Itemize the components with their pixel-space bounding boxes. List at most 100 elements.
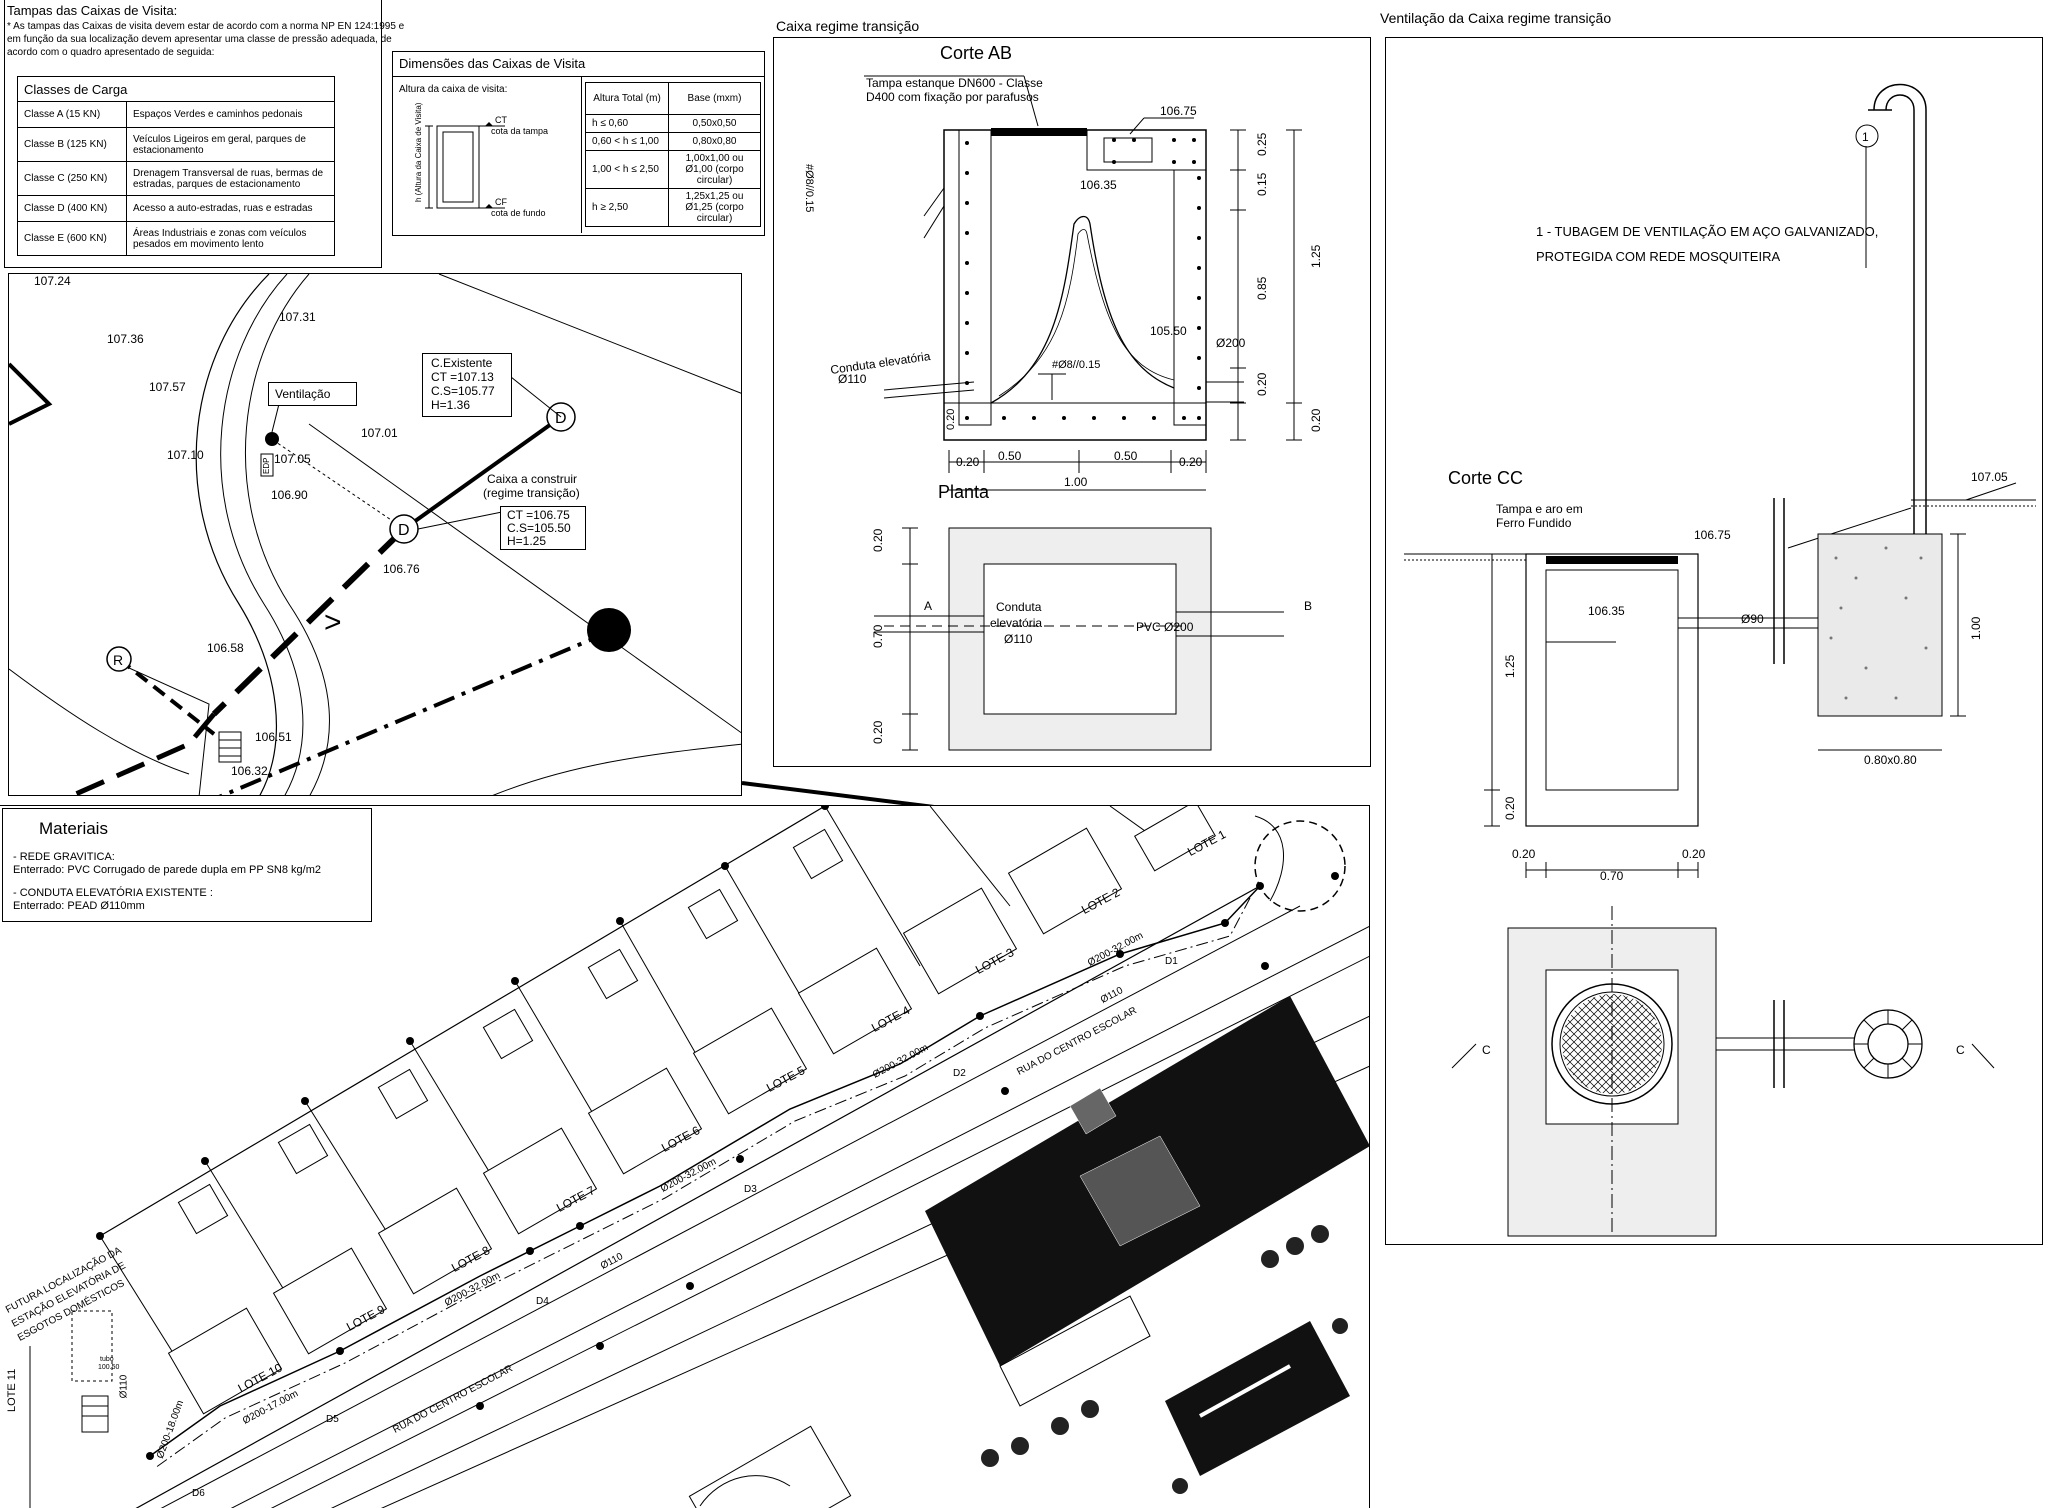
cf-label: CF [495, 197, 507, 207]
tampas-title: Tampas das Caixas de Visita: [7, 3, 178, 18]
level-10757: 107.57 [149, 380, 186, 394]
base-row-3: 1,00x1,00 ou Ø1,00 (corpo circular) [668, 150, 761, 189]
planta-dim-070: 0.70 [871, 624, 885, 648]
node-d-construir: D [398, 522, 410, 539]
col-base: Base (mxm) [668, 82, 761, 115]
tampas-note-3: acordo com o quadro apresentado de segui… [7, 47, 215, 58]
materiais-line-4: Enterrado: PEAD Ø110mm [13, 900, 145, 912]
rebar-horizontal: #Ø8//0.15 [1052, 359, 1100, 371]
h-row-3: 1,00 < h ≤ 2,50 [585, 150, 669, 189]
base-row-4: 1,25x1,25 ou Ø1,25 (corpo circular) [668, 188, 761, 227]
node-r: R [113, 652, 123, 668]
level-10724: 107.24 [34, 274, 71, 288]
tampas-note-2: em função da sua localização devem apres… [7, 34, 392, 45]
tampa-line-2: D400 com fixação por parafusos [866, 90, 1039, 104]
base-row-2: 0,80x0,80 [668, 132, 761, 151]
rebar-vertical: #Ø8//0.15 [803, 164, 815, 212]
level-10710: 107.10 [167, 448, 204, 462]
dim-b-050b: 0.50 [1114, 449, 1138, 463]
dim-b-050a: 0.50 [998, 449, 1022, 463]
node-d1: D1 [1165, 956, 1178, 967]
tampas-panel: Tampas das Caixas de Visita: * As tampas… [4, 0, 404, 268]
materiais-line-3: - CONDUTA ELEVATÓRIA EXISTENTE : [13, 887, 213, 899]
existente-ct: CT =107.13 [431, 370, 494, 384]
h-row-1: h ≤ 0,60 [585, 114, 669, 133]
level-10731: 107.31 [279, 310, 316, 324]
level-10632: 106.32 [231, 764, 268, 778]
existente-h: H=1.36 [431, 398, 471, 412]
node-d2: D2 [953, 1068, 966, 1079]
planta-pvc: PVC Ø200 [1136, 620, 1194, 634]
vent-tampa-1: Tampa e aro em [1496, 502, 1583, 516]
section-b: B [1304, 599, 1312, 613]
pipe-110-3: Ø110 [118, 1374, 130, 1399]
d200-ab: Ø200 [1216, 336, 1246, 350]
node-d3: D3 [744, 1184, 757, 1195]
classes-header: Classes de Carga [17, 76, 335, 102]
planta-conduta-1: Conduta [996, 600, 1042, 614]
vent-marker: 1 [1862, 130, 1869, 144]
altura-label: Altura da caixa de visita: [399, 84, 508, 95]
level-10705: 107.05 [274, 452, 311, 466]
ventilacao-label-box: Ventilação [268, 382, 357, 406]
level-10676: 106.76 [383, 562, 420, 576]
level-10550-ab: 105.50 [1150, 324, 1187, 338]
class-a-desc: Espaços Verdes e caminhos pedonais [126, 101, 335, 128]
construir-subtitle: (regime transição) [483, 486, 580, 500]
section-a: A [924, 599, 932, 613]
construir-box: CT =106.75 C.S=105.50 H=1.25 [500, 506, 586, 550]
planta-dim-020b: 0.20 [871, 720, 885, 744]
vent-dim-020c: 0.20 [1682, 847, 1706, 861]
detail-drawing: D D R > EDP [9, 274, 741, 795]
class-d: Classe D (400 KN) [17, 195, 127, 222]
materiais-line-1: - REDE GRAVITICA: [13, 851, 115, 863]
dim-020-bottom-left: 0.20 [945, 409, 957, 430]
level-10635-ab: 106.35 [1080, 178, 1117, 192]
class-b: Classe B (125 KN) [17, 127, 127, 162]
cota-tampa-label: cota da tampa [491, 126, 548, 136]
h-label: h (Altura da Caixa de Visita) [414, 102, 423, 202]
class-e: Classe E (600 KN) [17, 221, 127, 256]
vent-dim-020b: 0.20 [1512, 847, 1536, 861]
flow-arrow: > [324, 606, 342, 639]
level-10701: 107.01 [361, 426, 398, 440]
construir-ct: CT =106.75 [507, 508, 570, 522]
dim-r-125: 1.25 [1309, 244, 1323, 268]
class-e-desc: Áreas Industriais e zonas com veículos p… [126, 221, 335, 256]
classes-carga-table: Classes de Carga Classe A (15 KN)Espaços… [17, 76, 335, 256]
caixa-frame: 0.25 0.15 0.85 0.20 1.25 0.20 0.20 0.20 … [773, 37, 1371, 767]
vent-dim-100: 1.00 [1969, 616, 1983, 640]
vent-dim-125: 1.25 [1503, 654, 1517, 678]
construir-cs: C.S=105.50 [507, 521, 571, 535]
vent-note-2: PROTEGIDA COM REDE MOSQUITEIRA [1536, 249, 1781, 264]
col-altura: Altura Total (m) [585, 82, 669, 115]
tampas-note-1: * As tampas das Caixas de visita devem e… [7, 21, 405, 32]
site-plan-drawing [29, 806, 1369, 1508]
h-row-4: h ≥ 2,50 [585, 188, 669, 227]
dim-r-025: 0.25 [1255, 132, 1269, 156]
materiais-line-2: Enterrado: PVC Corrugado de parede dupla… [13, 864, 321, 876]
detail-inset: D D R > EDP 107.24 107.36 107.31 107.57 … [8, 273, 742, 796]
h-row-2: 0,60 < h ≤ 1,00 [585, 132, 669, 151]
level-10736: 107.36 [107, 332, 144, 346]
existente-box: C.Existente CT =107.13 C.S=105.77 H=1.36 [422, 353, 512, 417]
tubo-2: 100.50 [98, 1364, 120, 1371]
tampa-line-1: Tampa estanque DN600 - Classe [866, 76, 1043, 90]
class-b-desc: Veículos Ligeiros em geral, parques de e… [126, 127, 335, 162]
level-10675-ab: 106.75 [1160, 104, 1197, 118]
section-c-left: C [1482, 1043, 1491, 1057]
dim-r-020a: 0.20 [1255, 372, 1269, 396]
planta-conduta-2: elevatória [990, 616, 1043, 630]
corte-ab-title: Corte AB [940, 43, 1013, 63]
dim-b-020b: 0.20 [1179, 455, 1203, 469]
tubo-1: tubo [100, 1356, 114, 1363]
vent-d90: Ø90 [1741, 612, 1764, 626]
ct-label: CT [495, 115, 507, 125]
level-10651: 106.51 [255, 730, 292, 744]
vent-level-10705: 107.05 [1971, 470, 2008, 484]
class-c-desc: Drenagem Transversal de ruas, bermas de … [126, 161, 335, 196]
edp-label: EDP [262, 458, 271, 474]
dimensoes-panel: Dimensões das Caixas de Visita Altura da… [392, 51, 765, 236]
existente-title: C.Existente [431, 356, 493, 370]
